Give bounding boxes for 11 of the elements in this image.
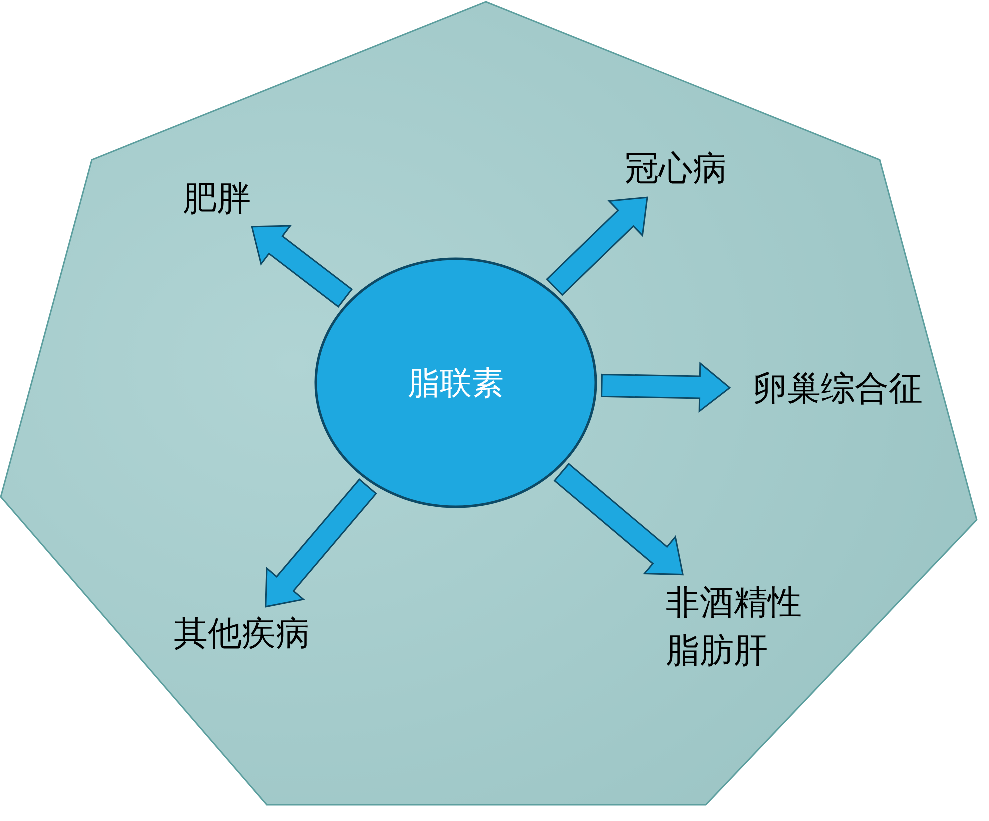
disease-label: 卵巢综合征 [738, 368, 938, 412]
block-arrow [601, 362, 732, 414]
disease-label: 其他疾病 [162, 613, 322, 657]
center-circle: 脂联素 [314, 257, 598, 509]
block-arrow [546, 196, 648, 296]
block-arrow [251, 225, 354, 308]
disease-label: 非酒精性脂肪肝 [666, 580, 826, 676]
disease-label: 肥胖 [172, 178, 262, 222]
block-arrow [265, 478, 378, 608]
block-arrow [554, 463, 684, 576]
disease-label: 冠心病 [614, 148, 738, 192]
